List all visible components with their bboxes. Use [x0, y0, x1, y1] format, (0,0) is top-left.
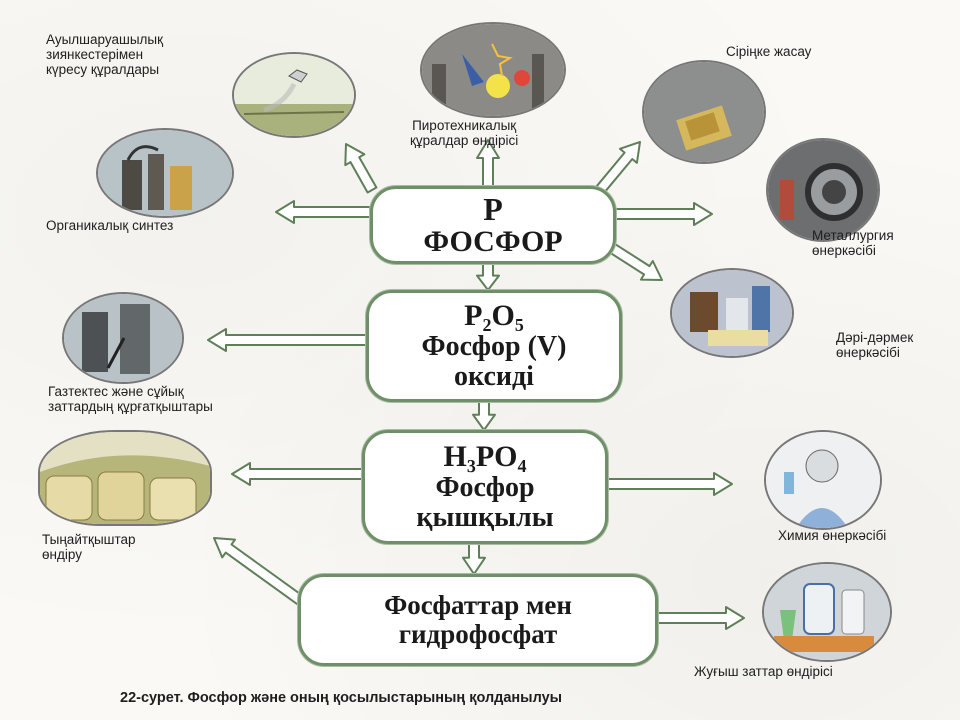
- arrow-to-pyrotechnics: [476, 139, 500, 187]
- label-metallurgy: Металлургия өнеркәсібі: [812, 228, 894, 258]
- label-matches: Сіріңке жасау: [726, 44, 811, 59]
- label-fertilizers-line2: өндіру: [42, 547, 82, 562]
- label-organic-synthesis: Органикалық синтез: [46, 218, 173, 233]
- acid-name-line1: Фосфор: [435, 471, 535, 503]
- fertilizers-illustration: [38, 430, 212, 526]
- arrow-phosphates-to-fert: [213, 537, 304, 606]
- node-oxide: P₂O₅ Фосфор (V) оксиді: [366, 290, 622, 402]
- figure-caption: 22-сурет. Фосфор және оның қосылыстарыны…: [120, 690, 563, 706]
- phosphates-line1: Фосфаттар мен: [384, 589, 572, 620]
- label-metallurgy-line2: өнеркәсібі: [812, 243, 876, 258]
- phosphorus-name: ФОСФОР: [423, 225, 563, 259]
- label-gas-dryers: Газтектес және сұйық заттардың құрғатқыш…: [48, 384, 213, 414]
- arrow-to-matches: [595, 141, 641, 195]
- node-phosphates: Фосфаттар мен гидрофосфат: [298, 574, 658, 666]
- phosphates-line2: гидрофосфат: [398, 619, 558, 649]
- label-detergents-line1: Жуғыш заттар өндірісі: [694, 664, 833, 679]
- label-chemical-industry-line1: Химия өнеркәсібі: [778, 528, 887, 543]
- oxide-formula: P₂O₅: [464, 298, 524, 332]
- label-organic-synthesis-line1: Органикалық синтез: [46, 218, 174, 233]
- label-pyrotechnics-line1: Пиротехникалық: [412, 118, 517, 133]
- node-acid: H₃PO₄ Фосфор қышқылы: [362, 430, 608, 544]
- arrow-to-metallurgy: [611, 202, 713, 226]
- arrow-to-chemical: [603, 472, 733, 496]
- pharmaceutical-illustration: [670, 268, 794, 358]
- gas-dryers-illustration: [62, 292, 184, 384]
- acid-name-line2: қышқылы: [416, 502, 554, 534]
- pyrotechnics-illustration: [420, 22, 566, 118]
- arrow-to-pest-control: [344, 143, 378, 194]
- label-fertilizers: Тыңайтқыштар өндіру: [42, 532, 136, 562]
- label-pest-control-line3: күресу құралдары: [46, 62, 160, 77]
- label-pest-control-line2: зиянкестерімен: [46, 47, 144, 62]
- label-gas-dryers-line2: заттардың құрғатқыштары: [48, 399, 213, 414]
- label-pharmaceutical: Дәрі-дәрмек өнеркәсібі: [836, 330, 913, 360]
- organic-synthesis-illustration: [96, 128, 234, 218]
- arrow-to-pharmaceutical: [608, 242, 663, 281]
- arrow-to-gas-dryers: [207, 328, 367, 352]
- label-metallurgy-line1: Металлургия: [812, 228, 894, 243]
- label-pyrotechnics: Пиротехникалық құралдар өндірісі: [410, 118, 518, 148]
- detergents-illustration: [762, 562, 892, 662]
- arrow-to-fertilizers: [231, 462, 363, 486]
- acid-formula: H₃PO₄: [443, 439, 527, 473]
- label-pyrotechnics-line2: құралдар өндірісі: [410, 133, 519, 148]
- label-chemical-industry: Химия өнеркәсібі: [778, 528, 886, 543]
- label-pest-control-line1: Ауылшаруашылық: [46, 32, 164, 47]
- matches-illustration: [642, 60, 766, 164]
- oxide-name-line2: оксиді: [454, 361, 534, 393]
- chemical-industry-illustration: [764, 430, 882, 530]
- arrow-to-detergents: [653, 606, 745, 630]
- node-phosphorus: P ФОСФОР: [370, 186, 616, 264]
- label-fertilizers-line1: Тыңайтқыштар: [42, 532, 136, 547]
- phosphorus-formula: P: [483, 190, 503, 227]
- label-pest-control: Ауылшаруашылық зиянкестерімен күресу құр…: [46, 32, 163, 77]
- label-matches-line1: Сіріңке жасау: [726, 44, 812, 59]
- label-detergents: Жуғыш заттар өндірісі: [694, 664, 833, 679]
- label-pharmaceutical-line1: Дәрі-дәрмек: [836, 330, 914, 345]
- metallurgy-illustration: [766, 138, 880, 242]
- label-pharmaceutical-line2: өнеркәсібі: [836, 345, 900, 360]
- arrow-to-organic: [275, 200, 371, 224]
- label-gas-dryers-line1: Газтектес және сұйық: [48, 384, 184, 399]
- pest-control-illustration: [232, 52, 356, 138]
- oxide-name-line1: Фосфор (V): [421, 330, 567, 362]
